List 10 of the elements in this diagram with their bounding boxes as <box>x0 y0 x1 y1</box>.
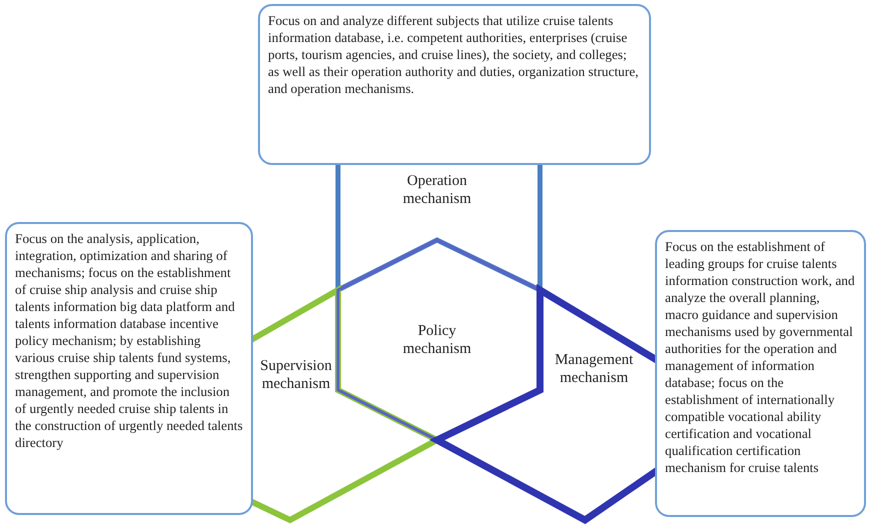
description-text: Focus on the analysis, application, integration, optimization and sharing of mechanisms; focus on the establishment of cruise ship analysis and cruise ship talents information big data platform and talents information database incentive policy mechanism; by establishing various cruise ship talents fund systems, strengthen supporting and supervision management, and promote the inclusion of urgently needed cruise ship talents in the construction of urgently needed talents directory <box>15 230 243 451</box>
mechanism-label: Policy mechanism <box>402 322 472 358</box>
mechanism-label: Operation mechanism <box>402 172 472 208</box>
description-card <box>655 230 866 517</box>
description-card <box>5 222 253 515</box>
description-card <box>258 4 651 165</box>
mechanism-label: Supervision mechanism <box>259 357 333 393</box>
description-text: Focus on and analyze different subjects that utilize cruise talents information database, i.e. competent authorities, enterprises (cruise ports, tourism agencies, and cruise lines), the society, and colleges; as well as their operation authority and duties, organization structure, and operation mechanisms. <box>268 12 640 97</box>
mechanism-label: Management mechanism <box>554 351 634 387</box>
description-text: Focus on the establishment of leading groups for cruise talents information construction work, and analyze the overall planning, macro guidance and supervision mechanisms used by governmental authorities for the operation and management of information database; focus on the establishment of internationally compatible vocational ability certification and vocational qualification certification mechanism for cruise talents <box>665 238 856 476</box>
